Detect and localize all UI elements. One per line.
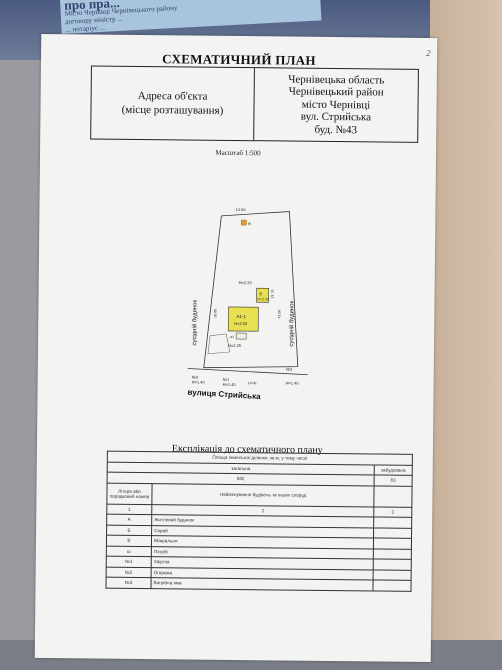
building-v-label: В bbox=[248, 221, 251, 226]
building-b bbox=[256, 287, 269, 303]
dim-left: 20.00 bbox=[213, 309, 217, 318]
col-built: забудована bbox=[374, 464, 413, 476]
building-main bbox=[227, 306, 259, 332]
explication-table: Площа земельної ділянки, кв.м, у тому чи… bbox=[105, 451, 413, 592]
document-page: 2 СХЕМАТИЧНИЙ ПЛАН Адреса об'єкта (місце… bbox=[34, 33, 438, 663]
address-label: Адреса об'єкта (місце розташування) bbox=[91, 66, 255, 141]
address-line: Чернівецький район bbox=[288, 85, 384, 99]
address-line: місто Чернівці bbox=[301, 98, 371, 112]
street-name: вулиця Стрийська bbox=[187, 387, 261, 402]
dim-side: 21.70 bbox=[271, 290, 275, 299]
letter-header: Літера або порядковий номер bbox=[106, 482, 153, 505]
street-line bbox=[187, 368, 308, 376]
address-box: Адреса об'єкта (місце розташування) Черн… bbox=[90, 65, 419, 143]
building-v bbox=[241, 219, 247, 226]
address-label-line: Адреса об'єкта bbox=[137, 89, 208, 103]
h-porch: H=2.25 bbox=[228, 343, 242, 348]
building-main-height: H=2.50 bbox=[234, 321, 248, 326]
plot-boundary bbox=[203, 211, 299, 369]
built-value: 83 bbox=[374, 474, 413, 486]
site-plan: В 14.00 H=2.20 Б H=2.20 А1-1 H=2.50 а1 H… bbox=[187, 207, 308, 387]
address-line: Чернівецька область bbox=[288, 73, 385, 87]
dim-top: 14.00 bbox=[235, 207, 246, 212]
col-number: 1 bbox=[106, 503, 152, 515]
address-line: вул. Стрийська bbox=[300, 110, 372, 124]
building-b-label: Б bbox=[260, 291, 263, 296]
fence1-label: №1 bbox=[223, 377, 230, 382]
porch bbox=[235, 332, 247, 340]
cardboard-background bbox=[430, 0, 502, 670]
col-number: 3 bbox=[373, 506, 412, 518]
neighbor-right: сусідній будинок bbox=[288, 301, 295, 347]
fence1-height: H=1.40 bbox=[223, 382, 237, 387]
fence2-height: H=1.40 bbox=[192, 380, 206, 385]
dim-right: 41.00 bbox=[277, 310, 281, 319]
fence3-height: H=1.40 bbox=[286, 381, 300, 386]
building-main-label: А1-1 bbox=[236, 314, 246, 319]
fence2-label: №2 bbox=[192, 375, 199, 380]
porch-label: а1 bbox=[230, 335, 234, 339]
plot-detail bbox=[207, 333, 231, 354]
dim-bottom: 14.00 bbox=[248, 381, 257, 385]
address-line: буд. №43 bbox=[314, 123, 358, 137]
address-value: Чернівецька область Чернівецький район м… bbox=[254, 68, 418, 142]
neighbor-left: сусідній будинок bbox=[191, 299, 198, 345]
name-header: Найменування будівель та інших споруд bbox=[151, 483, 375, 507]
scale-label: Масштаб 1:500 bbox=[215, 148, 261, 158]
h-top: H=2.20 bbox=[239, 280, 253, 285]
building-b-height: H=2.20 bbox=[257, 297, 268, 301]
fence3-label: №3 bbox=[286, 367, 293, 372]
address-label-line: (місце розташування) bbox=[121, 103, 224, 117]
